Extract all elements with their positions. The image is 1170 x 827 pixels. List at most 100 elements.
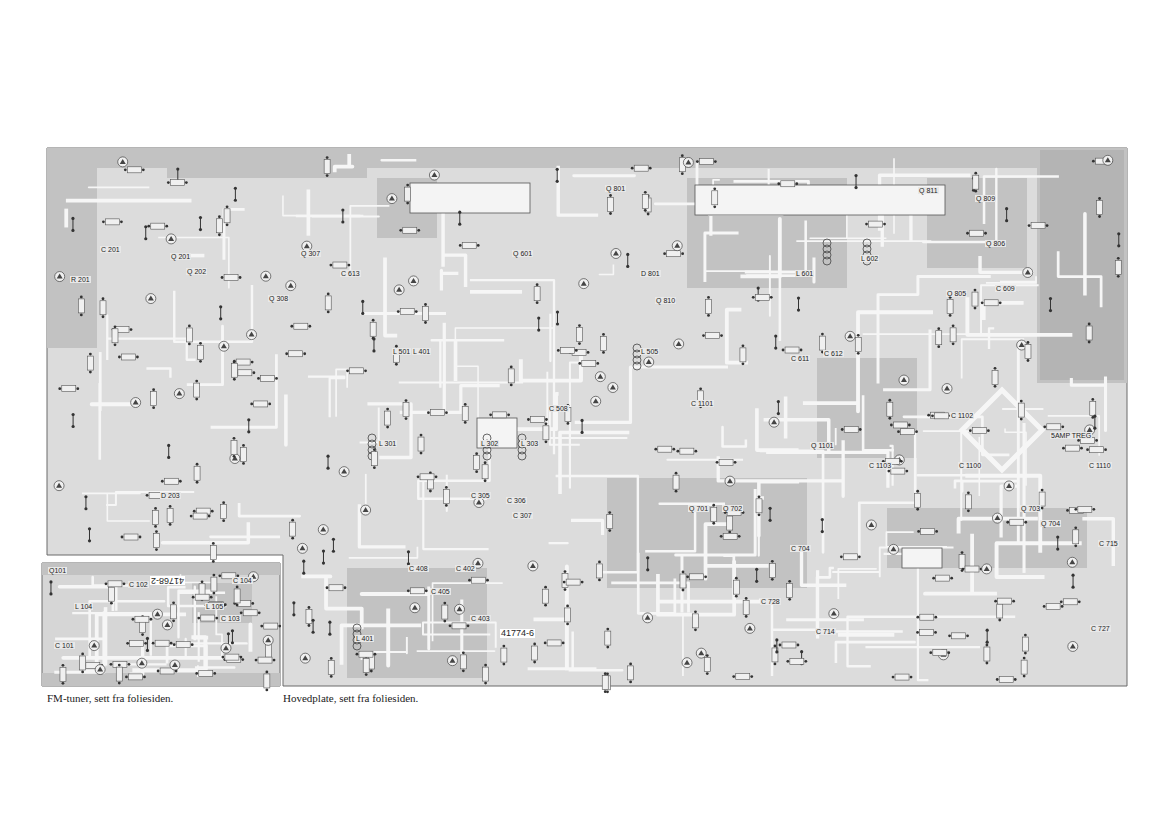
board-caption: Hovedplate, sett fra foliesiden. xyxy=(283,692,418,704)
solder-pad xyxy=(694,628,697,631)
solder-pad xyxy=(255,659,258,662)
copper-trace xyxy=(723,556,734,595)
capacitor-symbol xyxy=(798,298,799,310)
solder-pad xyxy=(218,215,221,218)
solder-pad xyxy=(62,682,65,685)
transistor-symbol xyxy=(1068,641,1078,651)
coil-symbol xyxy=(823,257,831,265)
resistor-symbol xyxy=(565,608,571,622)
part-label: Q 701 xyxy=(688,505,709,512)
copper-trace xyxy=(727,310,748,363)
solder-pad xyxy=(303,352,306,355)
resistor-symbol xyxy=(80,656,86,670)
solder-pad xyxy=(774,663,777,666)
transistor-symbol xyxy=(645,615,651,620)
solder-pad xyxy=(1043,425,1046,428)
resistor-symbol xyxy=(699,159,713,165)
transistor-symbol xyxy=(685,159,691,164)
transistor-symbol xyxy=(474,498,484,508)
capacitor-symbol xyxy=(775,336,776,348)
solder-pad xyxy=(732,675,735,678)
resistor-symbol xyxy=(602,676,608,690)
solder-pad xyxy=(663,252,666,255)
solder-pad xyxy=(545,440,548,443)
transistor-symbol xyxy=(745,623,755,633)
solder-pad xyxy=(775,650,778,653)
solder-pad xyxy=(219,317,222,320)
copper-trace xyxy=(645,505,714,551)
solder-pad xyxy=(858,555,861,558)
solder-pad xyxy=(556,322,559,325)
resistor-symbol xyxy=(530,416,544,422)
resistor-symbol xyxy=(325,296,331,310)
solder-pad xyxy=(1056,547,1059,550)
solder-pad xyxy=(121,536,124,539)
solder-pad xyxy=(190,515,193,518)
solder-pad xyxy=(1056,535,1059,538)
resistor-symbol xyxy=(462,242,476,248)
solder-pad xyxy=(649,167,652,170)
solder-pad xyxy=(81,653,84,656)
solder-pad xyxy=(146,649,149,652)
resistor-symbol xyxy=(400,309,414,315)
copper-trace xyxy=(455,328,554,425)
solder-pad xyxy=(797,296,800,299)
copper-trace xyxy=(418,445,489,499)
solder-pad xyxy=(537,317,540,320)
resistor-symbol xyxy=(359,651,373,657)
resistor-symbol xyxy=(769,563,775,577)
capacitor-symbol xyxy=(1057,537,1058,549)
solder-pad xyxy=(720,535,723,538)
copper-trace xyxy=(1071,376,1105,430)
resistor-symbol xyxy=(87,356,93,370)
solder-pad xyxy=(527,418,530,421)
transistor-symbol xyxy=(412,605,418,610)
copper-trace xyxy=(989,328,994,349)
solder-pad xyxy=(125,675,128,678)
solder-pad xyxy=(800,650,803,653)
copper-trace xyxy=(313,215,379,217)
solder-pad xyxy=(169,523,172,526)
copper-trace xyxy=(417,650,495,652)
solder-pad xyxy=(105,582,108,585)
resistor-symbol xyxy=(474,456,480,470)
solder-pad xyxy=(1049,309,1052,312)
solder-pad xyxy=(234,187,237,190)
copper-trace xyxy=(997,543,1082,577)
copper-trace xyxy=(386,609,390,666)
solder-pad xyxy=(564,588,567,591)
solder-pad xyxy=(1005,219,1008,222)
solder-pad xyxy=(132,618,135,621)
capacitor-symbol xyxy=(50,582,51,594)
solder-pad xyxy=(937,345,940,348)
copper-trace xyxy=(441,270,458,290)
resistor-symbol xyxy=(706,333,720,339)
capacitor-symbol xyxy=(72,218,73,230)
solder-pad xyxy=(916,490,919,493)
resistor-symbol xyxy=(258,657,272,663)
solder-pad xyxy=(788,580,791,583)
solder-pad xyxy=(609,212,612,215)
solder-pad xyxy=(126,642,129,645)
transistor-symbol xyxy=(891,546,897,551)
transistor-symbol xyxy=(304,243,310,248)
solder-pad xyxy=(675,490,678,493)
copper-trace xyxy=(558,166,598,215)
solder-pad xyxy=(602,333,605,336)
part-label: C 1100 xyxy=(958,462,982,469)
copper-trace xyxy=(107,315,195,360)
resistor-symbol xyxy=(62,386,76,392)
solder-pad xyxy=(260,625,263,628)
solder-pad xyxy=(459,244,462,247)
resistor-symbol xyxy=(891,468,905,474)
solder-pad xyxy=(1098,215,1101,218)
solder-pad xyxy=(80,296,83,299)
copper-trace xyxy=(803,312,933,411)
solder-pad xyxy=(219,305,222,308)
solder-pad xyxy=(211,510,214,513)
resistor-symbol xyxy=(952,633,966,639)
part-label: L 505 xyxy=(640,348,659,355)
part-label: L 302 xyxy=(480,440,499,447)
solder-pad xyxy=(173,643,176,646)
